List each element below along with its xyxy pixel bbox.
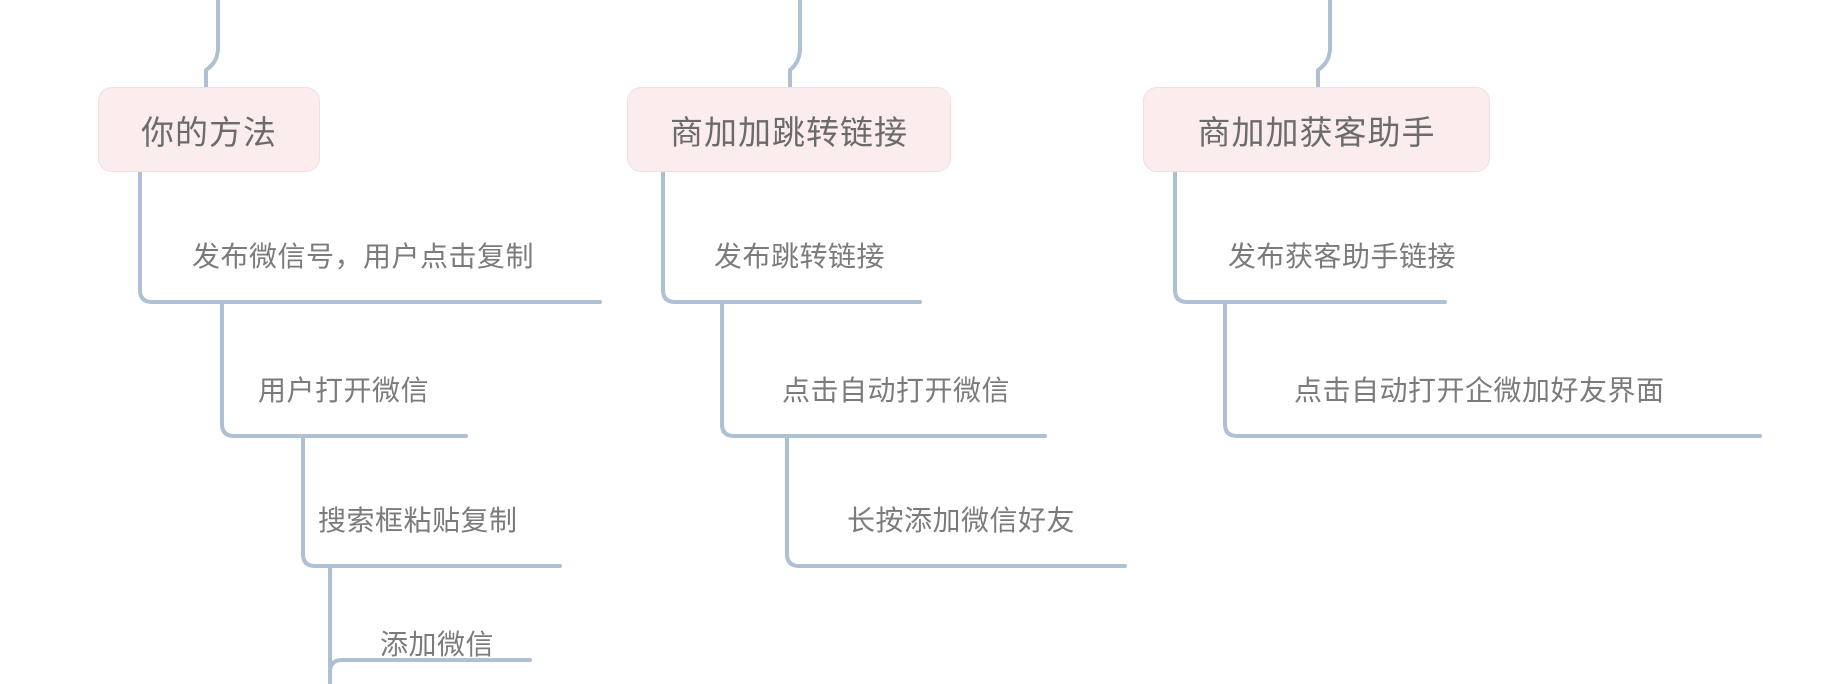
branch-2-step-3-label: 长按添加微信好友 [847,505,1076,536]
branch-3-step-1-label: 发布获客助手链接 [1228,241,1457,272]
branch-1-edge-1 [138,170,602,304]
branch-1-step-4-label: 添加微信 [380,629,495,660]
branch-1-step-3-label: 搜索框粘贴复制 [318,505,518,536]
branch-3-stem [1316,0,1332,90]
mindmap-node-shangjiajia-customer-assistant[interactable]: 商加加获客助手 [1143,87,1490,172]
branch-3-edge-1 [1173,170,1447,304]
mindmap-node-your-method[interactable]: 你的方法 [98,87,320,172]
branch-2-edge-1 [661,170,922,304]
branch-3-edge-2 [1223,300,1762,438]
mindmap-node-shangjiajia-redirect-link[interactable]: 商加加跳转链接 [627,87,951,172]
branch-1-stem [204,0,220,90]
branch-1-edge-2 [220,300,468,438]
branch-1-edge-4-tail [328,658,532,684]
branch-1-edge-3 [301,434,562,568]
branch-2-stem [788,0,802,90]
branch-1-step-1-label: 发布微信号，用户点击复制 [192,241,535,272]
branch-1-step-2-label: 用户打开微信 [258,375,430,406]
branch-3-step-2-label: 点击自动打开企微加好友界面 [1294,375,1665,406]
branch-2-edge-2 [720,300,1047,438]
branch-2-step-1-label: 发布跳转链接 [714,241,886,272]
branch-2-step-2-label: 点击自动打开微信 [782,375,1011,406]
branch-2-edge-3 [785,434,1127,568]
